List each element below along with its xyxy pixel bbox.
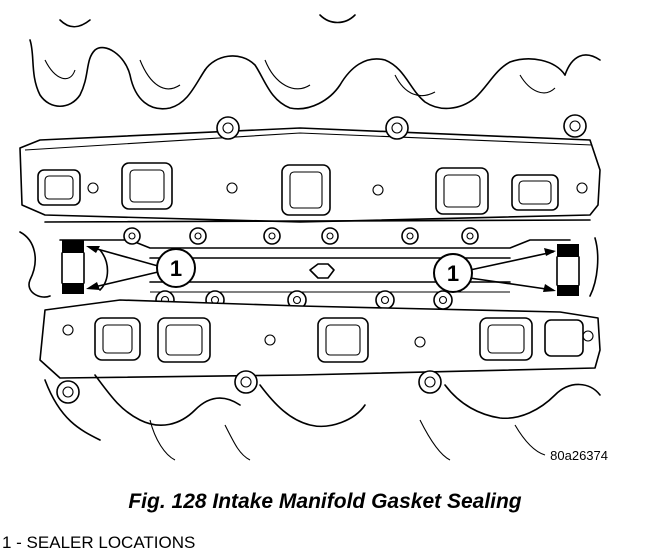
callout-left: 1	[86, 246, 196, 290]
figure-caption: Fig. 128 Intake Manifold Gasket Sealing	[128, 490, 522, 513]
callout-bubble	[156, 248, 196, 288]
sealer-left-top	[62, 240, 84, 253]
sealer-left-bottom	[62, 283, 84, 294]
callout-number: 1	[170, 256, 182, 281]
upper-manifold-runners	[29, 14, 601, 110]
sealer-right-top	[557, 244, 579, 257]
lower-manifold-runners	[44, 370, 601, 461]
sealer-locations	[61, 240, 580, 296]
engine-valley	[19, 219, 599, 310]
callout-right: 1	[433, 248, 556, 293]
callout-bubble	[433, 253, 473, 293]
sealer-right-bottom	[557, 285, 579, 296]
artwork-id: 80a26374	[550, 448, 608, 463]
legend-item: 1 - SEALER LOCATIONS	[2, 533, 196, 552]
upper-flange	[19, 114, 601, 223]
callout-number: 1	[447, 261, 459, 286]
lower-flange	[39, 299, 601, 379]
intake-manifold-diagram: 1 1 80a2637	[19, 14, 608, 463]
